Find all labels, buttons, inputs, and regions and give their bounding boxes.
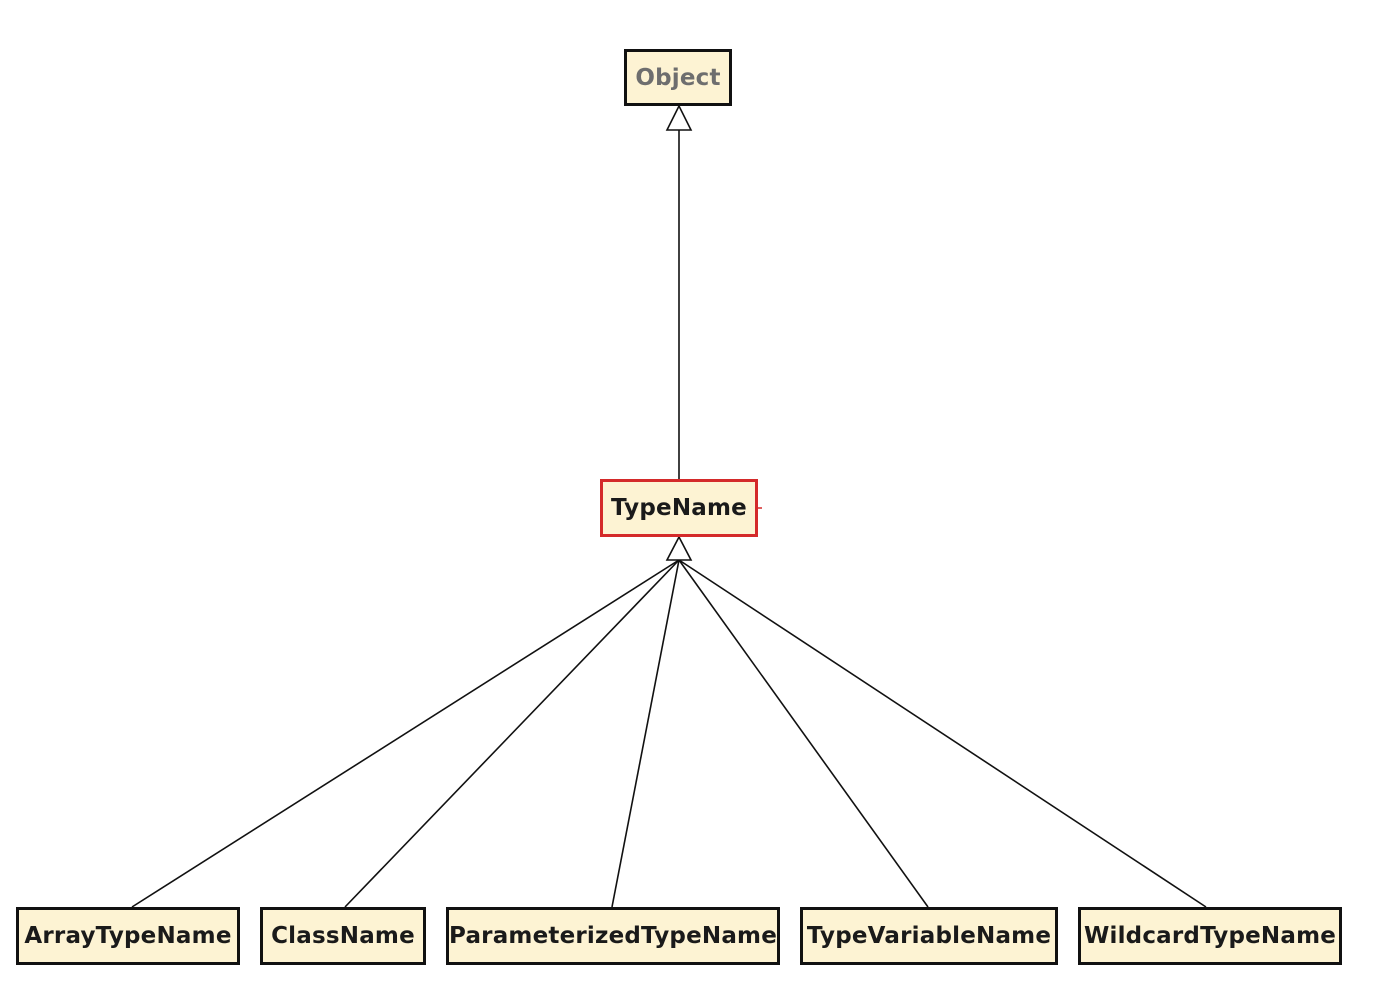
class-node-label: ParameterizedTypeName [449,923,778,949]
edge-wildcardtypename-to-typename [678,559,1207,908]
class-node-classname[interactable]: ClassName [260,907,426,965]
class-node-arraytypename[interactable]: ArrayTypeName [16,907,240,965]
class-node-label: ArrayTypeName [24,923,232,949]
class-node-label: ClassName [271,923,415,949]
edge-typevariablename-to-typename [678,559,929,908]
class-node-parameterizedtypename[interactable]: ParameterizedTypeName [446,907,780,965]
inheritance-arrowhead-object [665,104,693,131]
edge-arraytypename-to-typename [131,559,680,908]
class-node-label: Object [635,64,721,91]
class-node-typename[interactable]: TypeName [600,479,758,537]
edge-classname-to-typename [344,559,680,908]
edge-parameterizedtypename-to-typename [611,559,680,908]
class-node-label: WildcardTypeName [1083,923,1337,949]
class-node-label: TypeName [611,495,747,521]
class-node-label: TypeVariableName [806,923,1052,949]
class-node-wildcardtypename[interactable]: WildcardTypeName [1078,907,1342,965]
class-node-object[interactable]: Object [624,49,732,106]
inheritance-arrowhead-typename [665,535,693,561]
class-node-typevariablename[interactable]: TypeVariableName [800,907,1058,965]
